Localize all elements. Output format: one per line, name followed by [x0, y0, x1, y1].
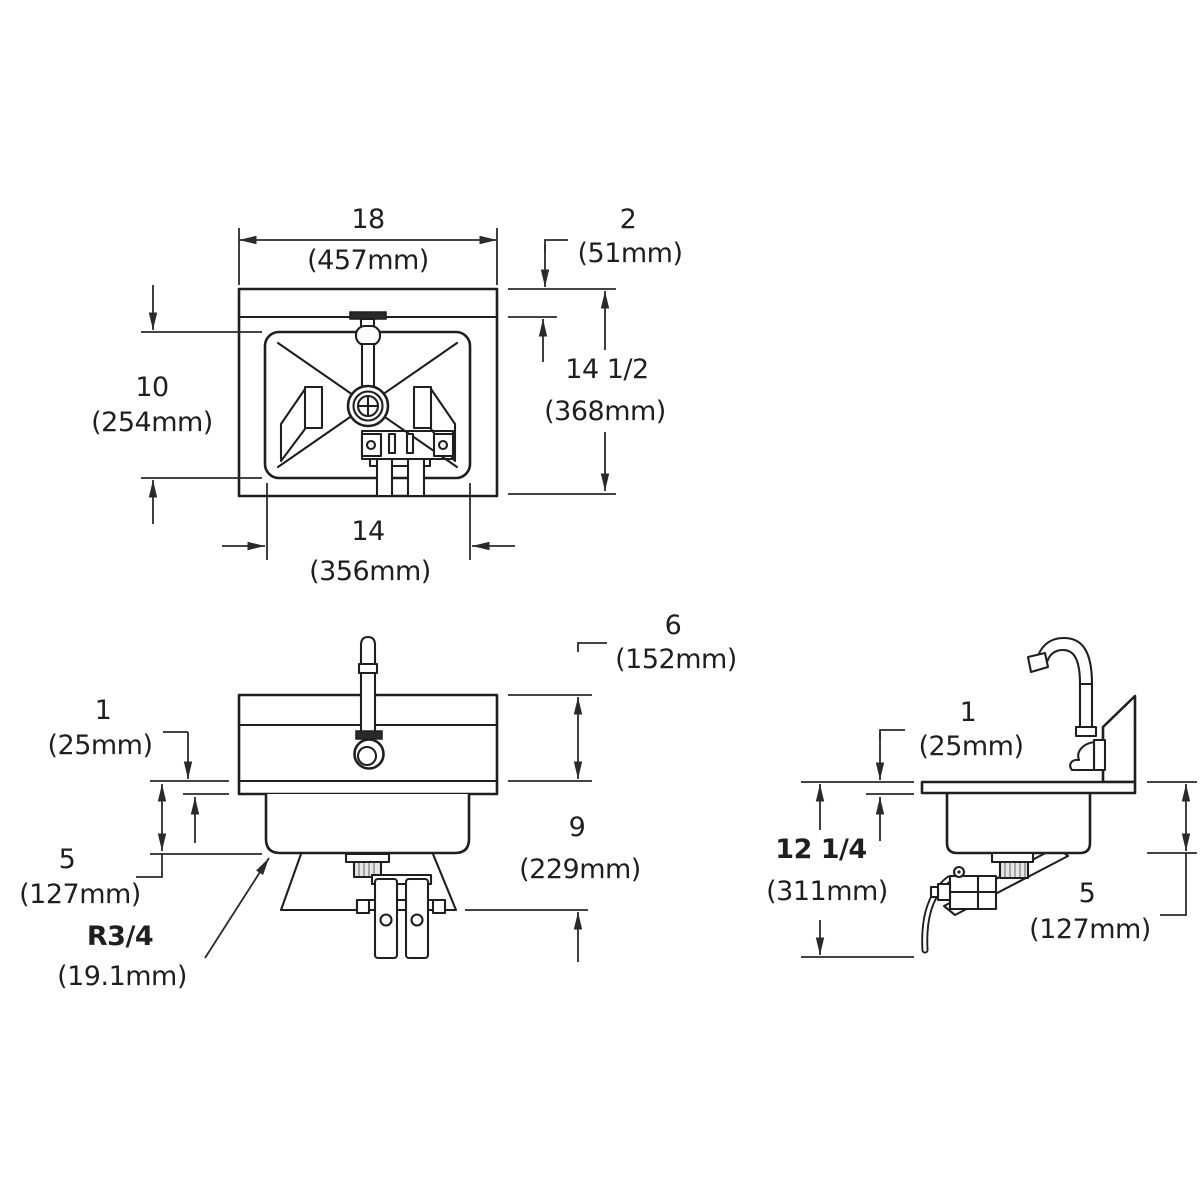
- plan-faucet-spout-tube: [360, 342, 376, 392]
- front-dimensions: 1 (25mm) 5 (127mm) R3/4 (19.1mm) 6 (152m…: [19, 610, 737, 992]
- leader-corner-radius: [204, 857, 270, 959]
- front-faucet-tube: [359, 635, 377, 735]
- side-bowl-depth-in: 5: [1079, 878, 1096, 909]
- plan-valve-slot-left: [387, 432, 397, 455]
- side-overall-height-in: 12 1/4: [775, 834, 866, 865]
- front-bracket-tab-left: [355, 898, 371, 915]
- plan-spout-outlet-mid: [352, 390, 384, 422]
- front-view: [237, 635, 499, 960]
- front-bracket-tab-right: [431, 898, 447, 915]
- front-lower-height-mm: (229mm): [519, 854, 641, 885]
- front-paddle-top-bar: [370, 873, 433, 886]
- front-lower-height-in: 9: [569, 812, 586, 843]
- front-rim-height-in: 1: [95, 695, 112, 726]
- plan-valve-slot-right: [405, 432, 415, 455]
- front-paddle-hole-right: [410, 913, 424, 927]
- side-rim-height-in: 1: [960, 697, 977, 728]
- side-faucet-mount-plate: [1092, 738, 1107, 772]
- side-view: [920, 636, 1137, 954]
- front-bowl-depth-mm: (127mm): [19, 879, 141, 910]
- plan-rear-ledge-in: 2: [620, 204, 637, 235]
- plan-paddle-right: [406, 457, 426, 498]
- side-drain-tailpiece: [998, 860, 1030, 880]
- front-bowl-depth-in: 5: [59, 844, 76, 875]
- front-valve-bracket: [355, 898, 447, 912]
- plan-overall-depth-mm: (368mm): [544, 396, 666, 427]
- front-faucet-collar: [357, 662, 379, 675]
- side-faucet-riser: [1078, 682, 1094, 735]
- plan-right-bracket: [412, 385, 433, 430]
- leader-bowl-depth: [1160, 853, 1187, 916]
- plan-left-gusset: [279, 387, 307, 463]
- plan-rear-ledge-mm: (51mm): [577, 238, 682, 269]
- plan-bowl-width-in: 14: [351, 516, 384, 547]
- front-faucet-base-nut: [355, 730, 383, 740]
- plan-left-bracket: [303, 385, 324, 430]
- side-valve-nozzle-1: [936, 882, 952, 902]
- side-lever-pivot-pin: [957, 870, 961, 874]
- plan-faucet-joint: [354, 324, 382, 347]
- leader-rear-ledge: [544, 239, 568, 252]
- side-drain-flange: [990, 851, 1035, 864]
- side-bowl: [945, 791, 1092, 855]
- front-paddle-hole-left: [379, 913, 393, 927]
- side-gooseneck-outer: [1035, 636, 1094, 686]
- side-bowl-depth-mm: (127mm): [1029, 914, 1151, 945]
- leader-splash-height: [577, 642, 607, 652]
- side-overall-height-mm: (311mm): [766, 876, 888, 907]
- plan-paddle-bar: [368, 457, 432, 468]
- plan-overall-depth-in: 14 1/2: [565, 354, 648, 385]
- plan-bowl-depth-in: 10: [135, 372, 168, 403]
- front-drain-flange: [344, 852, 391, 864]
- plan-paddle-left: [375, 457, 394, 498]
- side-valve-nozzle-2: [929, 885, 940, 899]
- side-drain-threads: [1004, 863, 1026, 877]
- plan-view: [237, 287, 499, 498]
- side-faucet-collar: [1074, 725, 1098, 738]
- leader-bowl-depth: [136, 854, 163, 878]
- front-splash-height-in: 6: [665, 610, 682, 641]
- side-gooseneck-inner: [1045, 648, 1082, 686]
- front-corner-radius-in: R3/4: [87, 921, 153, 952]
- leader-rim-height: [879, 729, 905, 740]
- front-corner-radius-mm: (19.1mm): [57, 961, 187, 992]
- plan-screw-left: [365, 439, 377, 451]
- side-supply-elbow: [1069, 740, 1096, 772]
- side-counter-rim: [920, 780, 1137, 795]
- plan-overall-width-mm: (457mm): [307, 245, 429, 276]
- front-escutcheon-outer: [353, 738, 385, 770]
- plan-overall-width-in: 18: [351, 204, 384, 235]
- front-splash-height-mm: (152mm): [615, 644, 737, 675]
- side-splashback: [1101, 694, 1137, 784]
- front-escutcheon-inner: [356, 745, 378, 767]
- front-bowl: [264, 792, 471, 855]
- front-rim-height-mm: (25mm): [47, 730, 152, 761]
- plan-screw-right: [437, 439, 449, 451]
- front-drain-threads: [358, 863, 375, 876]
- plan-bowl-depth-mm: (254mm): [91, 407, 213, 438]
- plan-bowl-width-mm: (356mm): [309, 556, 431, 587]
- side-dimensions: 1 (25mm) 12 1/4 (311mm) 5 (127mm): [766, 697, 1197, 958]
- side-spout-tip: [1026, 651, 1050, 674]
- side-rim-height-mm: (25mm): [918, 731, 1023, 762]
- plan-dimensions: 18 (457mm) 2 (51mm) 14 1/2 (368mm) 10 (2…: [91, 204, 683, 587]
